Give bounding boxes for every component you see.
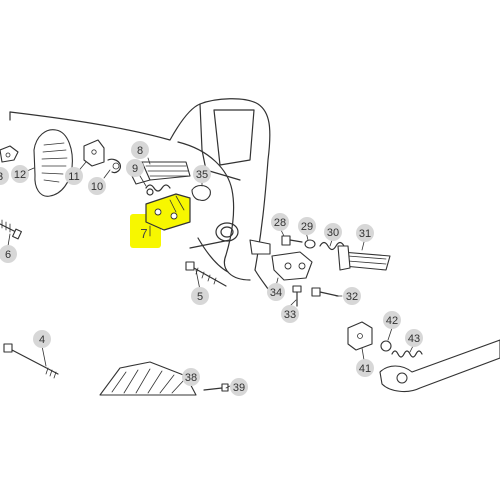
part-9-spring bbox=[145, 184, 171, 196]
callout-circle bbox=[193, 165, 211, 183]
part-6-bolt bbox=[0, 219, 22, 240]
callout-number: 28 bbox=[274, 217, 286, 229]
callout-31: 31 bbox=[356, 224, 374, 242]
callout-42: 42 bbox=[383, 311, 401, 329]
callout-circle bbox=[324, 223, 342, 241]
callout-39: 39 bbox=[230, 378, 248, 396]
part-33-bolt bbox=[292, 285, 302, 307]
callout-circle bbox=[405, 329, 423, 347]
callout-number: 12 bbox=[14, 169, 26, 181]
part-39-screw bbox=[203, 383, 229, 392]
callout-number: 38 bbox=[185, 372, 197, 384]
callout-number: 5 bbox=[197, 291, 203, 303]
callout-34: 34 bbox=[267, 283, 285, 301]
part-12-bracket bbox=[33, 129, 73, 197]
part-31-footpeg bbox=[337, 245, 391, 271]
part-11-bracket bbox=[83, 139, 105, 167]
callout-number: 30 bbox=[327, 227, 339, 239]
callout-circle bbox=[126, 159, 144, 177]
callout-38: 38 bbox=[182, 368, 200, 386]
callout-circle bbox=[131, 141, 149, 159]
part-43-spring bbox=[391, 350, 423, 358]
callout-6: 6 bbox=[0, 245, 17, 263]
callout-41: 41 bbox=[356, 359, 374, 377]
callout-number: 34 bbox=[270, 287, 282, 299]
part-3-bracket bbox=[0, 145, 19, 163]
callout-number: 41 bbox=[359, 363, 371, 375]
part-4-long-bolt bbox=[3, 343, 59, 379]
callout-circle bbox=[65, 167, 83, 185]
callout-number: 9 bbox=[132, 163, 138, 175]
callout-number: 10 bbox=[91, 181, 103, 193]
frame-outline bbox=[9, 98, 276, 301]
callout-30: 30 bbox=[324, 223, 342, 241]
leader-lines bbox=[7, 157, 415, 389]
part-38-skid-plate bbox=[99, 361, 197, 396]
part-5-bolt bbox=[185, 261, 227, 287]
callout-circle bbox=[343, 287, 361, 305]
part-28-bolt bbox=[281, 235, 303, 246]
callout-5: 5 bbox=[191, 287, 209, 305]
callout-circle bbox=[267, 283, 285, 301]
callout-33: 33 bbox=[281, 305, 299, 323]
callout-number: 32 bbox=[346, 291, 358, 303]
callout-28: 28 bbox=[271, 213, 289, 231]
callout-number: 42 bbox=[386, 315, 398, 327]
part-7-highlighted: 7 bbox=[130, 193, 191, 248]
part-29-bushing bbox=[304, 239, 316, 249]
callout-number: 6 bbox=[5, 249, 11, 261]
callout-number: 8 bbox=[137, 145, 143, 157]
part-10-pin bbox=[107, 158, 121, 174]
callout-29: 29 bbox=[298, 217, 316, 235]
callout-circle bbox=[0, 167, 9, 185]
callout-circle bbox=[0, 245, 17, 263]
callout-3: 3 bbox=[0, 167, 9, 185]
callout-35: 35 bbox=[193, 165, 211, 183]
callout-10: 10 bbox=[88, 177, 106, 195]
highlight-part-shape bbox=[146, 194, 190, 230]
callout-circle bbox=[88, 177, 106, 195]
callout-12: 12 bbox=[11, 165, 29, 183]
callout-43: 43 bbox=[405, 329, 423, 347]
side-stand bbox=[379, 339, 500, 393]
callout-circle bbox=[281, 305, 299, 323]
callout-circle bbox=[356, 359, 374, 377]
part-32-bolt bbox=[311, 287, 339, 297]
callout-number: 29 bbox=[301, 221, 313, 233]
callout-4: 4 bbox=[33, 330, 51, 348]
part-41-bracket bbox=[347, 321, 373, 351]
callout-circle bbox=[271, 213, 289, 231]
callout-circle bbox=[298, 217, 316, 235]
callout-number: 33 bbox=[284, 309, 296, 321]
part-35-clip bbox=[191, 184, 211, 201]
callout-8: 8 bbox=[131, 141, 149, 159]
callout-circle bbox=[11, 165, 29, 183]
callout-11: 11 bbox=[65, 167, 83, 185]
callout-number: 3 bbox=[0, 171, 3, 183]
part-34-mount bbox=[249, 239, 313, 281]
callout-number: 11 bbox=[68, 171, 79, 183]
callout-number: 35 bbox=[196, 169, 208, 181]
callout-circle bbox=[191, 287, 209, 305]
highlighted-part-number: 7 bbox=[140, 226, 147, 241]
callout-circle bbox=[182, 368, 200, 386]
part-42-bushing bbox=[380, 340, 392, 352]
callout-number: 39 bbox=[233, 382, 245, 394]
callout-32: 32 bbox=[343, 287, 361, 305]
callout-9: 9 bbox=[126, 159, 144, 177]
callout-number: 4 bbox=[39, 334, 45, 346]
callout-circle bbox=[230, 378, 248, 396]
callout-circle bbox=[383, 311, 401, 329]
callout-circle bbox=[356, 224, 374, 242]
part-30-spring bbox=[319, 241, 345, 251]
callout-number: 43 bbox=[408, 333, 420, 345]
callout-circle bbox=[33, 330, 51, 348]
callout-number: 31 bbox=[359, 228, 371, 240]
